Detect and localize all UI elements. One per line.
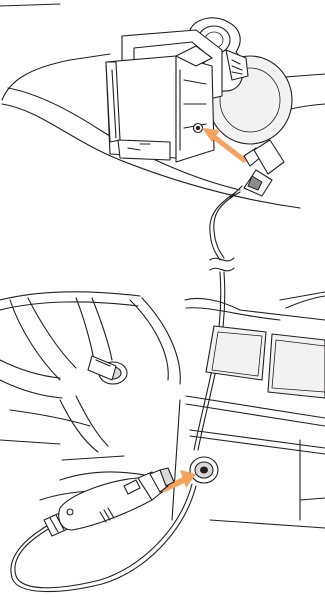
- steering-wheel: [0, 292, 180, 500]
- ignition-key: [88, 356, 127, 384]
- device-holder: [106, 30, 222, 162]
- cigarette-socket: [190, 457, 218, 483]
- dashboard-panel: [172, 292, 325, 528]
- cable-break-mark: [210, 258, 234, 271]
- angled-plug: [230, 140, 284, 198]
- dc-jack: [194, 124, 203, 133]
